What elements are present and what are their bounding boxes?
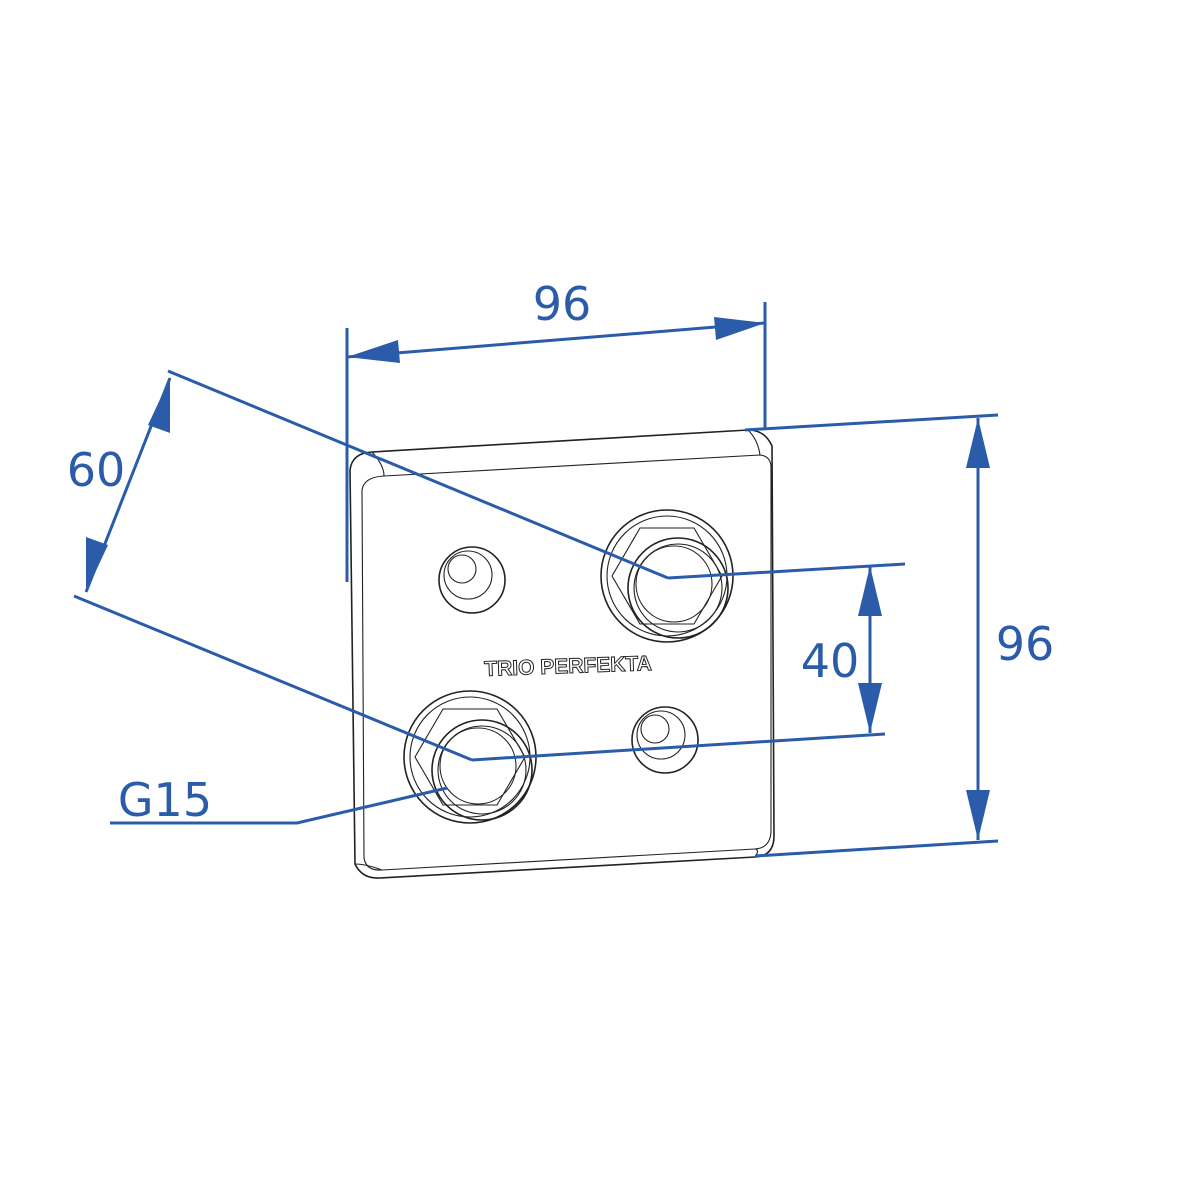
dimension-width-label: 96 xyxy=(533,277,592,331)
dimension-spacing-label: 40 xyxy=(801,634,860,688)
small-hole-top-left xyxy=(438,546,506,614)
thread-leader-line xyxy=(110,786,448,825)
pipe-connector-top-right xyxy=(600,509,734,643)
dimension-height-right xyxy=(744,413,999,858)
dimension-height-label: 96 xyxy=(996,617,1055,671)
thread-label: G15 xyxy=(118,773,212,827)
dimension-spacing xyxy=(471,562,906,762)
dimension-diagonal-label: 60 xyxy=(67,443,126,497)
small-hole-bottom-right xyxy=(631,706,699,774)
mounting-plate xyxy=(349,429,775,879)
brand-engraving: TRIO PERFEKTA xyxy=(484,652,652,681)
dimension-width-top xyxy=(345,302,767,582)
dimension-diagonal xyxy=(73,369,669,762)
pipe-connector-bottom-left xyxy=(403,690,537,824)
